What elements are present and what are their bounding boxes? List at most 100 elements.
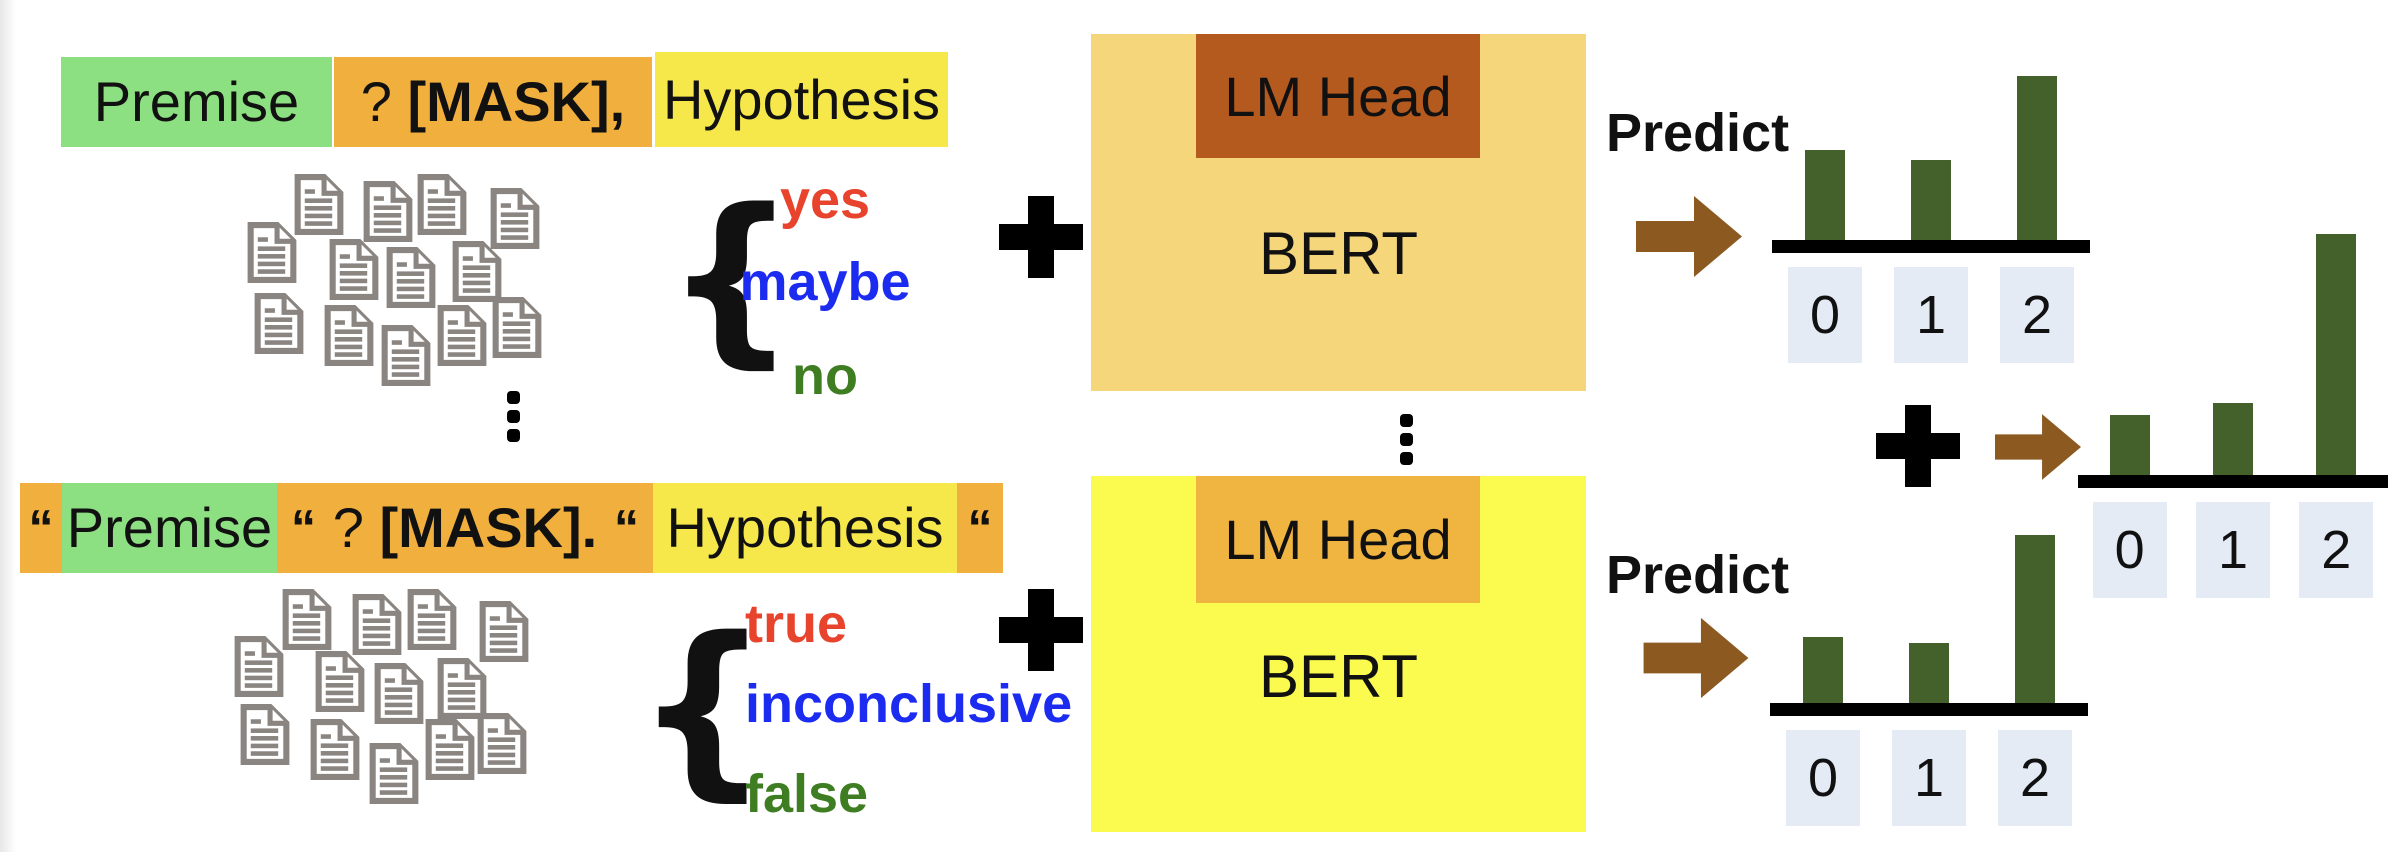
token-mask-top: ? [MASK], xyxy=(334,57,652,147)
class-label-0: 0 xyxy=(1786,730,1860,826)
document-icon xyxy=(405,588,459,651)
mask-sentence-bottom: ? [MASK]. xyxy=(333,500,597,556)
verbalizer-yes: yes xyxy=(779,170,871,230)
probability-bar-class-0 xyxy=(1803,637,1843,703)
token-premise-bottom: Premise xyxy=(62,483,277,573)
quote-before-hypothesis-label: “ xyxy=(613,500,639,556)
document-icon xyxy=(384,246,438,309)
document-icon xyxy=(322,304,376,367)
arrow-icon-bottom xyxy=(1643,612,1749,704)
document-icon xyxy=(361,180,415,243)
class-label-1: 1 xyxy=(1894,267,1968,363)
document-icon xyxy=(450,240,504,303)
lm-head-box-bottom: LM Head xyxy=(1196,476,1480,603)
predict-label-bottom: Predict xyxy=(1606,545,1790,605)
verbalizer-inconclusive: inconclusive xyxy=(745,674,1073,734)
token-premise-top: Premise xyxy=(61,57,332,147)
predict-label-top: Predict xyxy=(1606,103,1790,163)
mask-label: [MASK], xyxy=(407,70,626,133)
chart-bar-area xyxy=(2078,230,2388,475)
class-label-0: 0 xyxy=(1788,267,1862,363)
document-icon xyxy=(308,718,362,781)
token-close-quote: “ xyxy=(957,483,1003,573)
probability-bar-class-1 xyxy=(1909,643,1949,703)
document-icon xyxy=(280,588,334,651)
probability-bar-class-2 xyxy=(2017,76,2057,240)
document-icon xyxy=(477,600,531,663)
plus-icon-bottom xyxy=(999,589,1083,671)
document-icon xyxy=(423,718,477,781)
class-label-0: 0 xyxy=(2092,502,2167,598)
mask-label-bottom: [MASK]. xyxy=(379,496,598,559)
document-icon xyxy=(232,635,286,698)
arrow-icon-ensemble xyxy=(1995,404,2081,490)
bert-label-top: BERT xyxy=(1259,220,1418,287)
class-label-2: 2 xyxy=(2299,502,2374,598)
open-quote-label: “ xyxy=(28,500,54,556)
probability-bar-class-0 xyxy=(1805,150,1845,240)
token-mask-bottom: “ ? [MASK]. “ xyxy=(277,483,653,573)
document-icon xyxy=(350,593,404,656)
document-icon xyxy=(252,292,306,355)
question-mark-label: ? xyxy=(360,70,408,133)
verbalizer-no: no xyxy=(792,346,858,406)
document-icon xyxy=(367,742,421,805)
lm-head-label-top: LM Head xyxy=(1224,64,1452,128)
class-label-2: 2 xyxy=(1998,730,2072,826)
verbalizer-false: false xyxy=(745,764,869,824)
class-label-1: 1 xyxy=(2195,502,2270,598)
document-icon xyxy=(490,296,544,359)
chart-bar-area xyxy=(1770,533,2088,703)
vertical-ellipsis-icon-models xyxy=(1400,414,1413,465)
verbalizer-true: true xyxy=(745,594,848,654)
question-mark-label-bottom: ? xyxy=(332,496,380,559)
plus-icon-top xyxy=(999,196,1083,278)
probability-bar-class-1 xyxy=(2212,403,2253,475)
document-icon xyxy=(435,304,489,367)
premise-label: Premise xyxy=(93,70,300,133)
document-icon xyxy=(292,173,346,236)
probability-bar-class-1 xyxy=(1911,160,1951,240)
arrow-icon-top xyxy=(1636,190,1742,283)
chart-axis-line xyxy=(1770,703,2088,716)
lm-head-label-bottom: LM Head xyxy=(1224,508,1452,571)
document-icon xyxy=(435,657,489,720)
document-icon xyxy=(313,650,367,713)
premise-label-bottom: Premise xyxy=(66,496,273,559)
document-icon xyxy=(379,324,433,387)
document-icon xyxy=(245,221,299,284)
quote-after-premise-label: “ xyxy=(291,500,316,556)
hypothesis-label-bottom: Hypothesis xyxy=(666,496,944,559)
probability-bar-class-2 xyxy=(2316,234,2357,475)
plus-icon-ensemble xyxy=(1876,405,1960,487)
document-icon xyxy=(238,703,292,766)
close-quote-label: “ xyxy=(967,500,993,556)
class-label-2: 2 xyxy=(2000,267,2074,363)
lm-head-box-top: LM Head xyxy=(1196,34,1480,158)
document-icon xyxy=(372,662,426,725)
chart-axis-line xyxy=(2078,475,2388,488)
token-hypothesis-bottom: Hypothesis xyxy=(653,483,957,573)
brace-bottom: { xyxy=(635,597,771,818)
document-icon xyxy=(475,712,529,775)
probability-bar-class-0 xyxy=(2109,415,2150,475)
chart-axis-line xyxy=(1772,240,2090,253)
token-open-quote: “ xyxy=(20,483,62,573)
token-hypothesis-top: Hypothesis xyxy=(655,52,948,147)
vertical-ellipsis-icon xyxy=(507,391,520,442)
chart-bar-area xyxy=(1772,70,2090,240)
left-edge-shading xyxy=(0,0,16,852)
document-icon xyxy=(327,238,381,301)
document-icon xyxy=(415,173,469,236)
hypothesis-label: Hypothesis xyxy=(662,67,941,131)
probability-bar-class-2 xyxy=(2015,535,2055,703)
bert-label-bottom: BERT xyxy=(1259,643,1418,710)
verbalizer-maybe: maybe xyxy=(739,252,911,312)
